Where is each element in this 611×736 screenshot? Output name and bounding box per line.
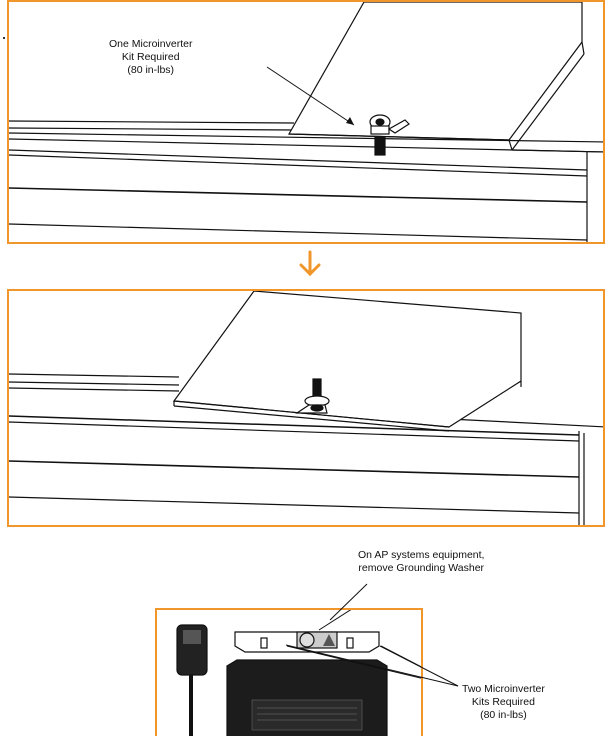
panel-top-rail-with-kit: One Microinverter Kit Required (80 in-lb…	[7, 0, 605, 244]
connector-face	[183, 630, 201, 644]
nut-hole	[375, 118, 385, 126]
plate-edge	[508, 139, 513, 151]
microinverter-drawing	[176, 610, 421, 736]
callout-pointer	[318, 610, 352, 631]
panel-microinverter	[155, 608, 423, 736]
rail-and-plate-drawing-1	[9, 2, 603, 242]
rail-edge	[9, 373, 180, 378]
plate-edge	[288, 133, 510, 141]
rail-edge	[9, 496, 580, 514]
bolt-shaft	[374, 136, 386, 156]
callout-line: Kits Required	[471, 696, 535, 708]
down-arrow-icon	[299, 250, 321, 277]
washer	[370, 125, 390, 135]
plate-edge	[511, 53, 585, 151]
rail-edge	[9, 415, 580, 436]
clip-tab	[387, 119, 410, 134]
nut	[310, 404, 324, 412]
stray-mark	[3, 37, 5, 39]
washer-disc	[299, 632, 315, 648]
rail-edge	[9, 154, 588, 177]
callout-two-kits: Two Microinverter Kits Required (80 in-l…	[462, 683, 545, 722]
rail-and-plate-drawing-2	[9, 291, 603, 525]
plate-edge	[581, 41, 585, 55]
callout-remove-washer: On AP systems equipment, remove Groundin…	[358, 549, 484, 575]
callout-arrowhead	[346, 117, 354, 125]
rail-edge	[9, 138, 603, 153]
rail-edge	[9, 421, 580, 442]
callout-line: On AP systems equipment,	[358, 549, 485, 561]
module-plate	[287, 2, 583, 141]
panel-rail-after-install	[7, 289, 605, 527]
bracket-slot	[260, 637, 268, 649]
rail-edge	[9, 387, 180, 392]
callout-one-kit: One Microinverter Kit Required (80 in-lb…	[109, 38, 192, 77]
rail-edge	[511, 149, 603, 153]
rail-edge	[448, 418, 603, 428]
bracket-slot	[346, 637, 354, 649]
warning-icon	[323, 634, 335, 646]
callout-line: One Microinverter	[109, 38, 193, 50]
rail-edge	[9, 120, 295, 124]
callout-line: remove Grounding Washer	[358, 562, 485, 574]
callout-line: Two Microinverter	[462, 683, 545, 695]
rail-edge	[9, 187, 588, 203]
rail-edge	[9, 149, 588, 171]
rail-edge	[9, 381, 180, 386]
callout-line: (80 in-lbs)	[480, 709, 527, 721]
rail-edge	[9, 223, 588, 241]
rail-edge	[9, 460, 580, 478]
callout-line: Kit Required	[121, 51, 180, 63]
plate-edge	[173, 405, 450, 432]
callout-line: (80 in-lbs)	[127, 64, 175, 76]
module-plate	[172, 291, 522, 428]
plate-edge	[173, 400, 450, 428]
rail-edge	[9, 127, 295, 131]
callout-pointer	[266, 66, 355, 126]
nameplate-label	[251, 699, 363, 731]
